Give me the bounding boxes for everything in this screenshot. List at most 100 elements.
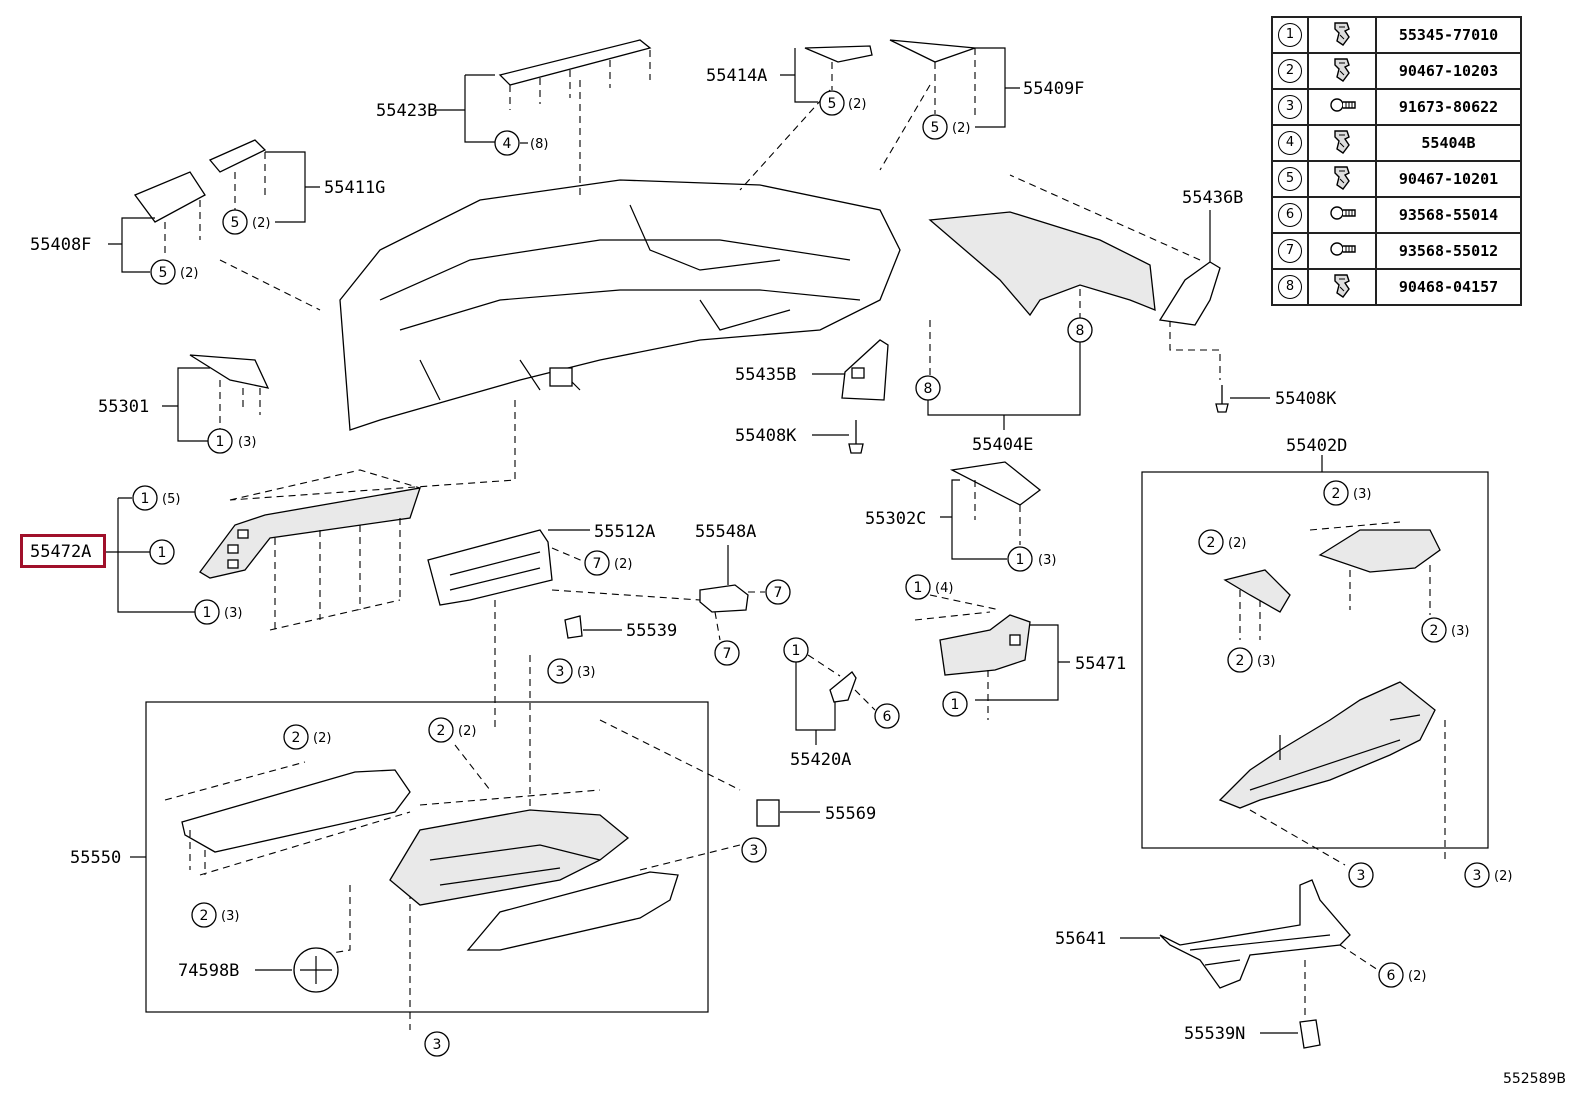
svg-text:(3): (3) [238,435,256,450]
svg-text:1: 1 [1016,552,1025,568]
svg-text:(2): (2) [848,97,866,112]
svg-text:6: 6 [883,709,892,725]
label-55402D[interactable]: 55402D [1286,436,1347,456]
svg-text:1: 1 [914,580,923,596]
label-55301[interactable]: 55301 [98,397,149,417]
part-55420A-group: 1 6 55420A [783,637,900,770]
part-55409F-group: 5 (2) 55409F [889,39,1084,140]
legend-number: 3 [1271,88,1309,126]
svg-text:6: 6 [1387,968,1396,984]
part-55512A-group: 7 (2) 55512A [427,522,701,606]
label-55411G[interactable]: 55411G [324,178,385,198]
part-55471-group: 1 (4) 1 55471 [905,574,1126,720]
clip-icon [1307,124,1377,162]
legend-part-number[interactable]: 93568-55014 [1375,196,1522,234]
label-55435B[interactable]: 55435B [735,365,796,385]
legend-part-number[interactable]: 90467-10201 [1375,160,1522,198]
part-55408F-group: 5 (2) 55408F [30,171,206,285]
clip-icon [1307,52,1377,90]
label-55539N[interactable]: 55539N [1184,1024,1245,1044]
svg-text:3: 3 [750,843,759,859]
svg-text:2: 2 [200,908,209,924]
svg-text:(2): (2) [252,216,270,231]
label-55512A[interactable]: 55512A [594,522,655,542]
svg-text:1: 1 [158,545,167,561]
svg-text:(2): (2) [952,121,970,136]
part-55435B-group: 55435B [735,339,889,401]
clip-icon [1307,268,1377,306]
legend-part-number[interactable]: 90468-04157 [1375,268,1522,306]
label-55408K-right[interactable]: 55408K [1275,389,1337,409]
part-55539-group: 55539 3 (3) [547,615,677,684]
svg-text:1: 1 [216,434,225,450]
label-74598B[interactable]: 74598B [178,961,239,981]
svg-text:(5): (5) [162,492,180,507]
label-55408F[interactable]: 55408F [30,235,91,255]
svg-text:2: 2 [1207,535,1216,551]
svg-text:7: 7 [593,556,602,572]
part-55569-group: 55569 3 [639,799,876,871]
label-55414A[interactable]: 55414A [706,66,767,86]
svg-text:(3): (3) [1451,624,1469,639]
legend-row: 2 90467-10203 [1271,52,1522,90]
label-55569[interactable]: 55569 [825,804,876,824]
svg-text:(2): (2) [1228,536,1246,551]
svg-text:(2): (2) [614,557,632,572]
screw-icon [1307,196,1377,234]
svg-text:3: 3 [556,664,565,680]
label-55472A[interactable]: 55472A [30,542,91,562]
label-55548A[interactable]: 55548A [695,522,756,542]
svg-text:(2): (2) [180,266,198,281]
label-55436B[interactable]: 55436B [1182,188,1243,208]
label-55423B[interactable]: 55423B [376,101,437,121]
svg-text:4: 4 [503,136,512,152]
legend-part-number[interactable]: 90467-10203 [1375,52,1522,90]
svg-text:3: 3 [1473,868,1482,884]
label-55408K-left[interactable]: 55408K [735,426,797,446]
svg-text:8: 8 [924,381,933,397]
legend-row: 3 91673-80622 [1271,88,1522,126]
label-55471[interactable]: 55471 [1075,654,1126,674]
label-55302C[interactable]: 55302C [865,509,926,529]
svg-text:2: 2 [1236,653,1245,669]
label-55404E[interactable]: 55404E [972,435,1033,455]
clip-icon [1307,16,1377,54]
svg-text:7: 7 [774,585,783,601]
label-55550[interactable]: 55550 [70,848,121,868]
part-55550-group: 55550 2 (2) 2 (3) 2 (2) 74598B [70,701,709,1013]
svg-text:(3): (3) [1038,553,1056,568]
label-55420A[interactable]: 55420A [790,750,851,770]
legend-part-number[interactable]: 55404B [1375,124,1522,162]
legend-part-number[interactable]: 55345-77010 [1375,16,1522,54]
part-55411G-group: 5 (2) 55411G [208,139,385,235]
svg-text:1: 1 [203,605,212,621]
label-55641[interactable]: 55641 [1055,929,1106,949]
part-55472A-group: 1 (5) 1 1 (3) 55472A [30,469,421,631]
legend-part-number[interactable]: 91673-80622 [1375,88,1522,126]
svg-text:(3): (3) [1353,487,1371,502]
svg-text:3: 3 [433,1037,442,1053]
part-55301-group: 1 (3) 55301 [98,354,270,454]
legend-row: 4 55404B [1271,124,1522,162]
part-55302C-group: 1 (3) 55302C [865,461,1056,572]
label-55409F[interactable]: 55409F [1023,79,1084,99]
legend-number: 2 [1271,52,1309,90]
svg-text:(8): (8) [530,137,548,152]
svg-text:8: 8 [1076,323,1085,339]
part-55641-group: 55641 6 (2) [1055,879,1426,1015]
svg-text:2: 2 [1430,623,1439,639]
svg-text:(2): (2) [1408,969,1426,984]
svg-text:(2): (2) [458,724,476,739]
svg-text:(3): (3) [224,606,242,621]
legend-part-number[interactable]: 93568-55012 [1375,232,1522,270]
svg-text:(3): (3) [221,909,239,924]
legend-number: 4 [1271,124,1309,162]
svg-text:(2): (2) [313,731,331,746]
label-55539[interactable]: 55539 [626,621,677,641]
svg-text:(4): (4) [935,581,953,596]
